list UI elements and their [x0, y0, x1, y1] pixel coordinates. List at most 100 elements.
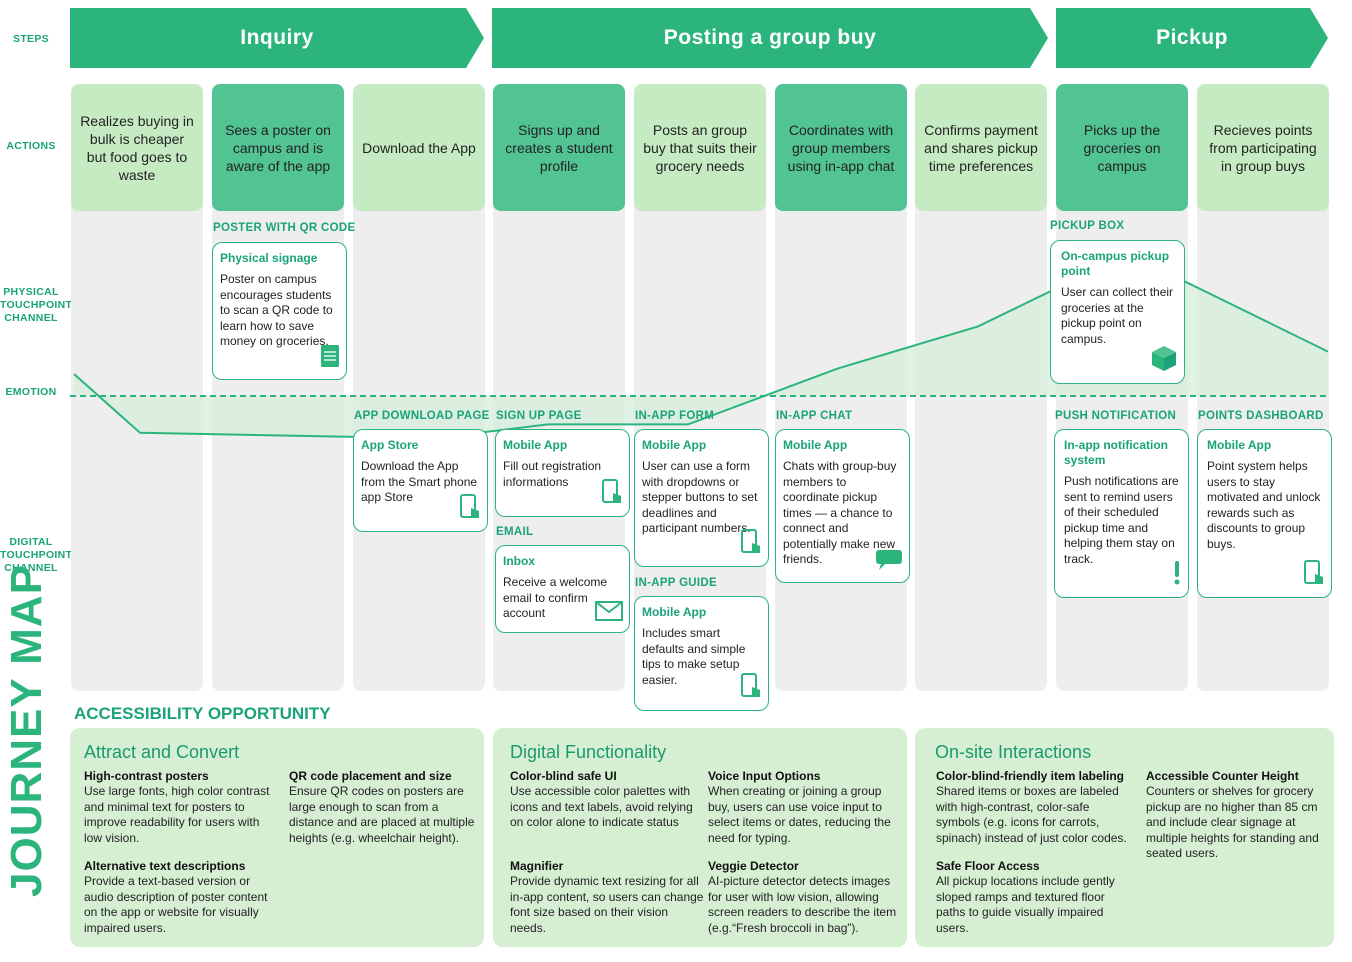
envelope-icon	[595, 601, 623, 626]
item-title: QR code placement and size	[289, 769, 452, 783]
card-title: Mobile App	[642, 438, 707, 452]
step-label: Inquiry	[240, 26, 314, 49]
row-label-steps: STEPS	[13, 33, 49, 45]
touchpoint-card-signup: Mobile App Fill out registration informa…	[495, 429, 630, 517]
action-card: Confirms payment and shares pickup time …	[915, 84, 1047, 211]
card-title: Mobile App	[783, 438, 848, 452]
accessibility-item: Color-blind safe UI Use accessible color…	[510, 769, 706, 831]
category-push-notification: PUSH NOTIFICATION	[1055, 410, 1177, 422]
row-label-physical: PHYSICAL TOUCHPOINT/ CHANNEL	[0, 286, 76, 324]
card-text: Push notifications are sent to remind us…	[1064, 474, 1179, 566]
category-points-dashboard: POINTS DASHBOARD	[1198, 410, 1324, 422]
card-title: Mobile App	[642, 605, 707, 619]
card-text: Poster on campus encourages students to …	[220, 272, 333, 348]
item-text: Counters or shelves for grocery pickup a…	[1146, 784, 1319, 860]
phone-tap-icon	[601, 479, 623, 510]
box-icon	[1150, 344, 1178, 377]
poster-icon	[320, 344, 340, 373]
action-card: Sees a poster on campus and is aware of …	[212, 84, 344, 211]
category-app-download: APP DOWNLOAD PAGE	[354, 410, 490, 422]
item-title: Safe Floor Access	[936, 859, 1040, 873]
accessibility-item: Magnifier Provide dynamic text resizing …	[510, 859, 706, 936]
row-label-digital: DIGITAL TOUCHPOINT/ CHANNEL	[0, 536, 76, 574]
card-text: Point system helps users to stay motivat…	[1207, 459, 1321, 551]
card-text: User can use a form with dropdowns or st…	[642, 459, 758, 535]
panel-title: On-site Interactions	[935, 742, 1092, 762]
step-posting: Posting a group buy	[492, 8, 1048, 68]
touchpoint-card-points: Mobile App Point system helps users to s…	[1197, 429, 1332, 598]
item-text: When creating or joining a group buy, us…	[708, 784, 891, 845]
accessibility-item: High-contrast posters Use large fonts, h…	[84, 769, 280, 846]
item-title: Color-blind-friendly item labeling	[936, 769, 1125, 783]
item-text: Shared items or boxes are labeled with h…	[936, 784, 1127, 845]
accessibility-panel-attract: Attract and Convert High-contrast poster…	[70, 728, 484, 947]
touchpoint-card-guide: Mobile App Includes smart defaults and s…	[634, 596, 769, 711]
item-title: High-contrast posters	[84, 769, 209, 783]
accessibility-item: Color-blind-friendly item labeling Share…	[936, 769, 1132, 846]
accessibility-item: Accessible Counter Height Counters or sh…	[1146, 769, 1328, 862]
touchpoint-card-notification: In-app notification system Push notifica…	[1054, 429, 1189, 598]
card-text: Download the App from the Smart phone ap…	[361, 459, 478, 504]
action-card: Picks up the groceries on campus	[1056, 84, 1188, 211]
emotion-area	[74, 253, 1328, 439]
row-label-actions: ACTIONS	[6, 140, 56, 152]
phone-tap-icon	[459, 494, 481, 525]
step-inquiry: Inquiry	[70, 8, 484, 68]
item-title: Accessible Counter Height	[1146, 769, 1299, 783]
step-label: Posting a group buy	[663, 26, 877, 49]
panel-title: Digital Functionality	[510, 742, 667, 762]
card-title: App Store	[361, 438, 419, 452]
phone-tap-icon	[1303, 560, 1325, 591]
exclamation-icon	[1172, 560, 1182, 591]
card-text: Receive a welcome email to confirm accou…	[503, 575, 608, 620]
action-card: Coordinates with group members using in-…	[775, 84, 907, 211]
touchpoint-card-app-store: App Store Download the App from the Smar…	[353, 429, 488, 532]
accessibility-heading: ACCESSIBILITY OPPORTUNITY	[74, 704, 331, 723]
journey-map-title: JOURNEY MAP	[2, 564, 51, 897]
touchpoint-card-chat: Mobile App Chats with group-buy members …	[775, 429, 910, 583]
category-email: EMAIL	[496, 526, 534, 538]
card-title: In-app notification system	[1064, 438, 1168, 467]
item-text: Use large fonts, high color contrast and…	[84, 784, 270, 845]
accessibility-item: Safe Floor Access All pickup locations i…	[936, 859, 1132, 936]
action-card: Download the App	[353, 84, 485, 211]
step-pickup: Pickup	[1056, 8, 1328, 68]
accessibility-item: Voice Input Options When creating or joi…	[708, 769, 904, 846]
card-text: User can collect their groceries at the …	[1061, 285, 1174, 346]
action-card: Realizes buying in bulk is cheaper but f…	[71, 84, 203, 211]
phone-tap-icon	[740, 673, 762, 704]
panel-title: Attract and Convert	[84, 742, 240, 762]
action-card: Recieves points from participating in gr…	[1197, 84, 1329, 211]
touchpoint-card-inbox: Inbox Receive a welcome email to confirm…	[495, 545, 630, 633]
card-title: Mobile App	[503, 438, 568, 452]
accessibility-panel-onsite: On-site Interactions Color-blind-friendl…	[915, 728, 1334, 947]
step-label: Pickup	[1156, 26, 1228, 49]
item-text: Provide a text-based version or audio de…	[84, 874, 268, 935]
accessibility-item: QR code placement and size Ensure QR cod…	[289, 769, 485, 846]
card-title: Mobile App	[1207, 438, 1272, 452]
card-title: On-campus pickup point	[1061, 249, 1170, 278]
accessibility-item: Alternative text descriptions Provide a …	[84, 859, 280, 936]
category-pickup-box: PICKUP BOX	[1050, 220, 1125, 232]
card-text: Includes smart defaults and simple tips …	[642, 626, 746, 687]
item-text: AI-picture detector detects images for u…	[708, 874, 897, 935]
touchpoint-card-poster: Physical signage Poster on campus encour…	[212, 242, 347, 380]
category-in-app-guide: IN-APP GUIDE	[635, 577, 717, 589]
accessibility-item: Veggie Detector AI-picture detector dete…	[708, 859, 904, 936]
item-title: Voice Input Options	[708, 769, 821, 783]
item-title: Veggie Detector	[708, 859, 799, 873]
item-text: Ensure QR codes on posters are large eno…	[289, 784, 475, 845]
phone-tap-icon	[740, 529, 762, 560]
category-poster: POSTER WITH QR CODE	[213, 222, 356, 234]
category-in-app-form: IN-APP FORM	[635, 410, 715, 422]
card-text: Fill out registration informations	[503, 459, 602, 489]
card-title: Physical signage	[220, 251, 318, 265]
accessibility-panel-digital: Digital Functionality Color-blind safe U…	[493, 728, 907, 947]
touchpoint-card-pickup: On-campus pickup point User can collect …	[1050, 240, 1185, 384]
item-text: Provide dynamic text resizing for all in…	[510, 874, 704, 935]
card-text: Chats with group-buy members to coordina…	[783, 459, 897, 566]
item-title: Color-blind safe UI	[510, 769, 617, 783]
action-card: Signs up and creates a student profile	[493, 84, 625, 211]
action-card: Posts an group buy that suits their groc…	[634, 84, 766, 211]
item-text: Use accessible color palettes with icons…	[510, 784, 693, 829]
